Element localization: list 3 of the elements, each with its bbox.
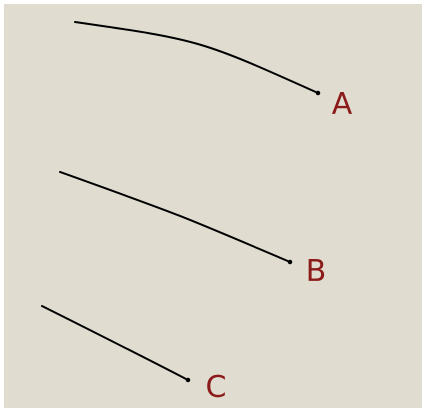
letter-label: A bbox=[332, 92, 352, 114]
letter-label: C bbox=[207, 374, 225, 398]
letter-label: B bbox=[308, 259, 324, 281]
